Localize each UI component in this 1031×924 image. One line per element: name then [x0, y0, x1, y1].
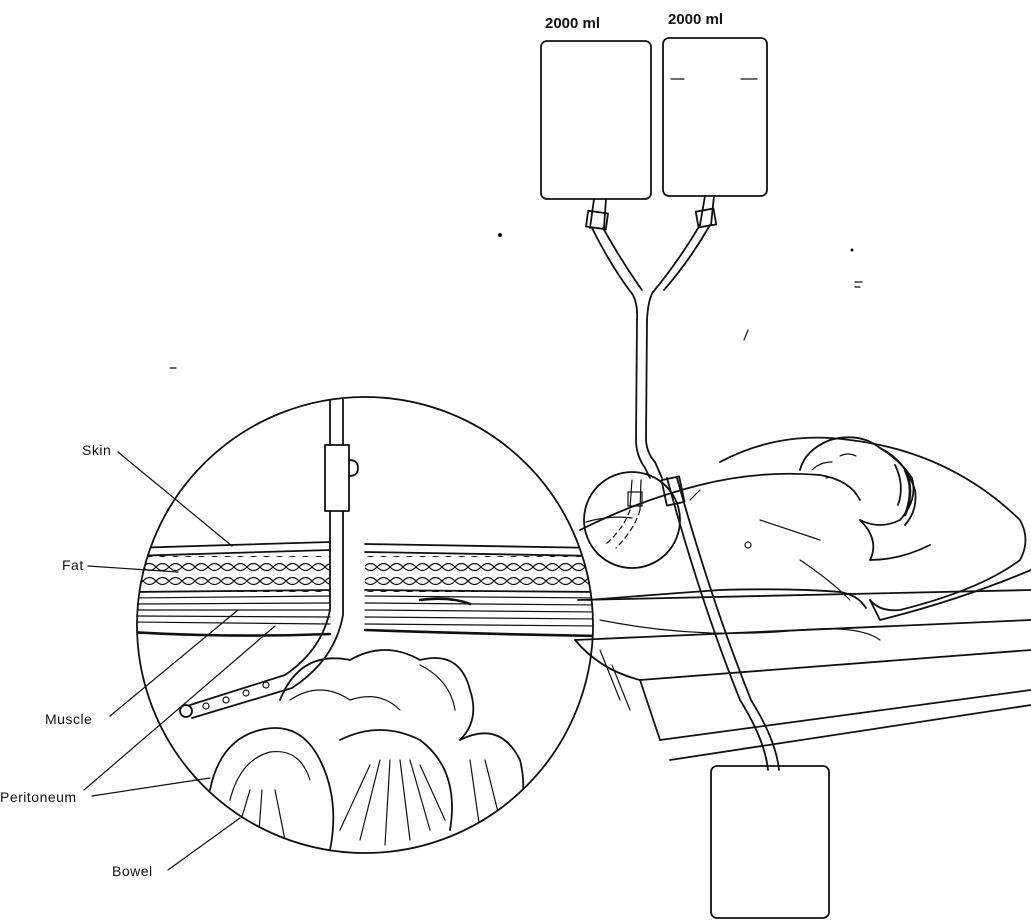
dialysate-bag-right: 2000 ml: [663, 11, 767, 196]
bag-connectors: [586, 196, 716, 229]
label-bowel-text: Bowel: [112, 863, 153, 879]
magnified-cross-section: [130, 397, 605, 853]
label-bowel: Bowel: [112, 818, 240, 879]
bag-right-volume-label: 2000 ml: [668, 11, 723, 28]
scan-specks: [170, 233, 862, 368]
dialysate-bag-left: 2000 ml: [541, 15, 651, 199]
label-skin-text: Skin: [82, 442, 111, 458]
label-muscle-text: Muscle: [45, 711, 92, 727]
label-fat-text: Fat: [62, 557, 84, 573]
label-peritoneum: Peritoneum: [0, 626, 275, 805]
drain-bag: [711, 766, 829, 918]
insertion-site-circle: [584, 472, 680, 568]
y-tubing-set: [592, 225, 779, 770]
bag-left-volume-label: 2000 ml: [545, 15, 600, 32]
patient-on-bed: [575, 437, 1031, 760]
label-peritoneum-text: Peritoneum: [0, 789, 77, 805]
